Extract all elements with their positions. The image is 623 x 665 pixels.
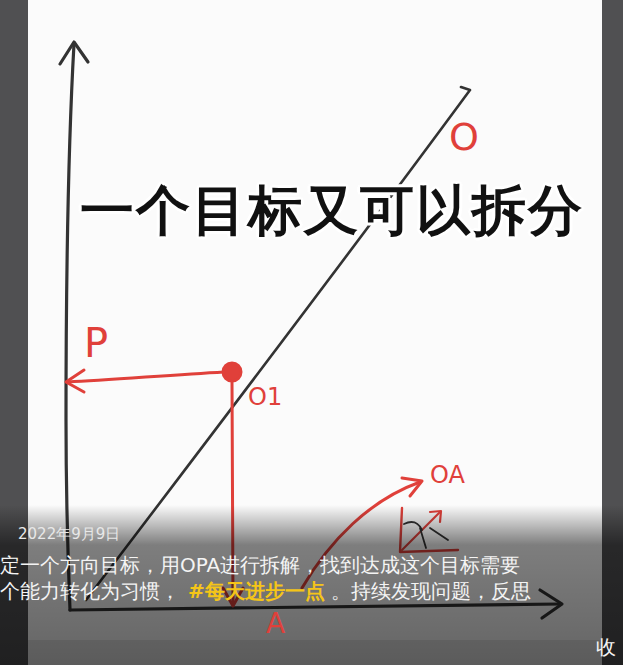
- goal-label: O: [449, 116, 479, 160]
- caption-text: 个能力转化为习惯，: [0, 580, 180, 603]
- vertical-axis-head: [60, 42, 88, 64]
- axis-label: P: [84, 320, 108, 366]
- caption-text: 定一个方向目标，用OPA进行拆解，找到达成这个目标需要: [0, 554, 520, 577]
- date-text: 2022年9月9日: [18, 526, 120, 543]
- title-text: 一个目标又可以拆分: [80, 180, 584, 242]
- caption-text: 。持续发现问题，反思: [331, 580, 531, 603]
- point-label: A: [266, 608, 285, 640]
- arrow-to-p: [68, 372, 224, 382]
- hashtag-text: #每天进步一点: [188, 580, 325, 603]
- arrow-to-p-head: [66, 370, 84, 392]
- point-label: OA: [430, 462, 465, 490]
- caption-shade: [0, 505, 623, 665]
- point-label: O1: [248, 384, 282, 412]
- arrow-to-oa-head: [402, 478, 422, 496]
- caption-text: 收: [596, 636, 616, 659]
- point-o1: [223, 363, 241, 381]
